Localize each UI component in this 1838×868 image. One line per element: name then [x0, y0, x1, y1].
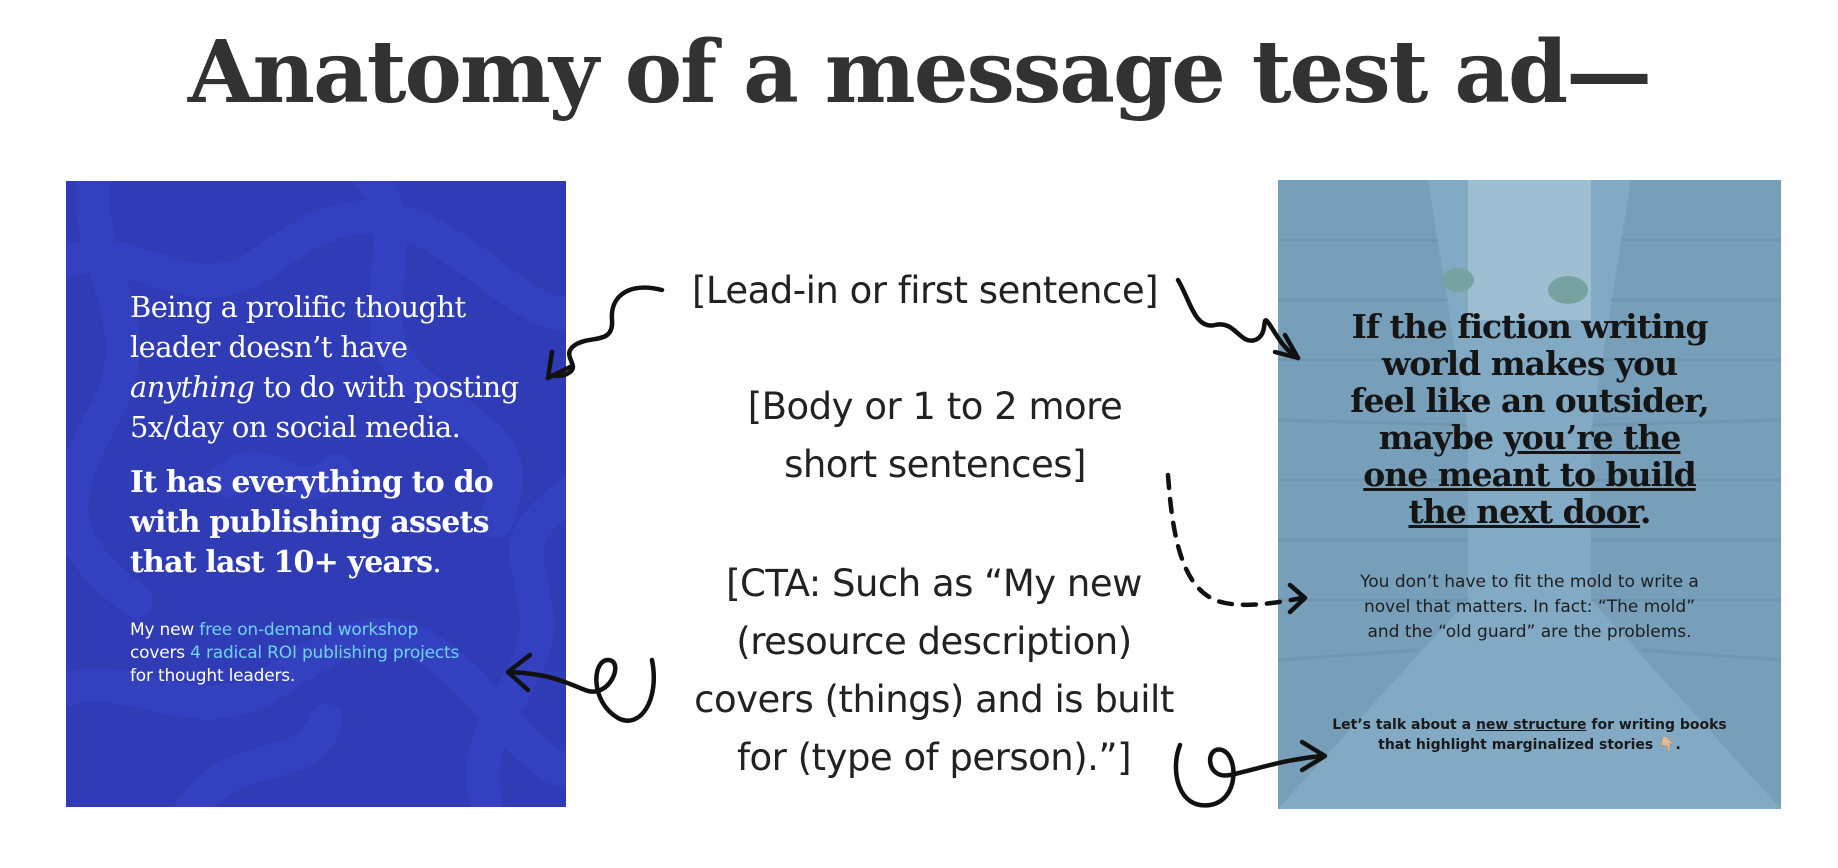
headline-text: If the fiction writing world makes you f… [1318, 308, 1741, 530]
body-label-line: short sentences] [784, 443, 1086, 486]
headline-line: maybe [1378, 418, 1504, 457]
cta-text: My new free on-demand workshop covers 4 … [130, 619, 550, 688]
body-line: that last 10+ years [130, 545, 433, 580]
projects-link: 4 radical ROI publishing projects [190, 643, 460, 663]
body-label-line: [Body or 1 to 2 more [747, 385, 1123, 428]
cta-suffix: for thought leaders. [130, 666, 296, 686]
lead-emphasis: anything [130, 370, 255, 404]
headline-line: feel like an outsider, [1350, 381, 1709, 420]
cta-label-line: for (type of person).”] [736, 736, 1132, 779]
cta-mid: covers [130, 643, 191, 663]
lead-in-label: [Lead-in or first sentence] [691, 269, 1159, 312]
library-background-image [1278, 180, 1781, 809]
cta-mid: for writing books [1586, 717, 1727, 733]
cta-label-line: (resource description) [736, 620, 1132, 663]
right-ad-example: If the fiction writing world makes you f… [1278, 180, 1781, 809]
headline-line: world makes you [1381, 344, 1678, 383]
wavy-pattern-background [66, 181, 566, 807]
left-ad-example: Being a prolific thought leader doesn’t … [66, 181, 566, 807]
cta-text: Let’s talk about a new structure for wri… [1328, 715, 1731, 755]
headline-underline: you’re the [1503, 418, 1682, 457]
lead-in-text: Being a prolific thought leader doesn’t … [130, 287, 550, 447]
body-text: You don’t have to fit the mold to write … [1328, 570, 1731, 645]
cta-line: that highlight marginalized stories [1378, 737, 1654, 753]
cta-prefix: Let’s talk about a [1332, 717, 1476, 733]
body-line: It has everything to do [130, 465, 494, 500]
cta-end: . [1675, 737, 1681, 753]
lead-line: 5x/day on social media. [130, 410, 461, 444]
body-text: It has everything to do with publishing … [130, 463, 550, 583]
cta-prefix: My new [130, 620, 200, 640]
body-line: You don’t have to fit the mold to write … [1360, 572, 1699, 592]
new-structure-link: new structure [1475, 717, 1587, 733]
body-label: [Body or 1 to 2 more short sentences] [700, 378, 1170, 494]
lead-line: to do with posting [254, 370, 519, 404]
cta-label-line: [CTA: Such as “My new [726, 562, 1142, 605]
body-period: . [432, 545, 442, 580]
body-line: novel that matters. In fact: “The mold” [1363, 597, 1696, 617]
lead-line: Being a prolific thought [130, 290, 466, 324]
headline-period: . [1640, 492, 1651, 531]
headline-line: If the fiction writing [1351, 307, 1708, 346]
headline-underline: the next door [1408, 492, 1641, 531]
cta-label: [CTA: Such as “My new (resource descript… [674, 555, 1194, 787]
pointing-down-emoji-icon: 👇🏼 [1658, 737, 1676, 753]
headline-underline: one meant to build [1363, 455, 1696, 494]
workshop-link: free on-demand workshop [199, 620, 419, 640]
body-line: with publishing assets [130, 505, 489, 540]
page-title: Anatomy of a message test ad— [187, 22, 1652, 123]
cta-label-line: covers (things) and is built [694, 678, 1174, 721]
body-line: and the “old guard” are the problems. [1367, 622, 1692, 642]
lead-line: leader doesn’t have [130, 330, 408, 364]
